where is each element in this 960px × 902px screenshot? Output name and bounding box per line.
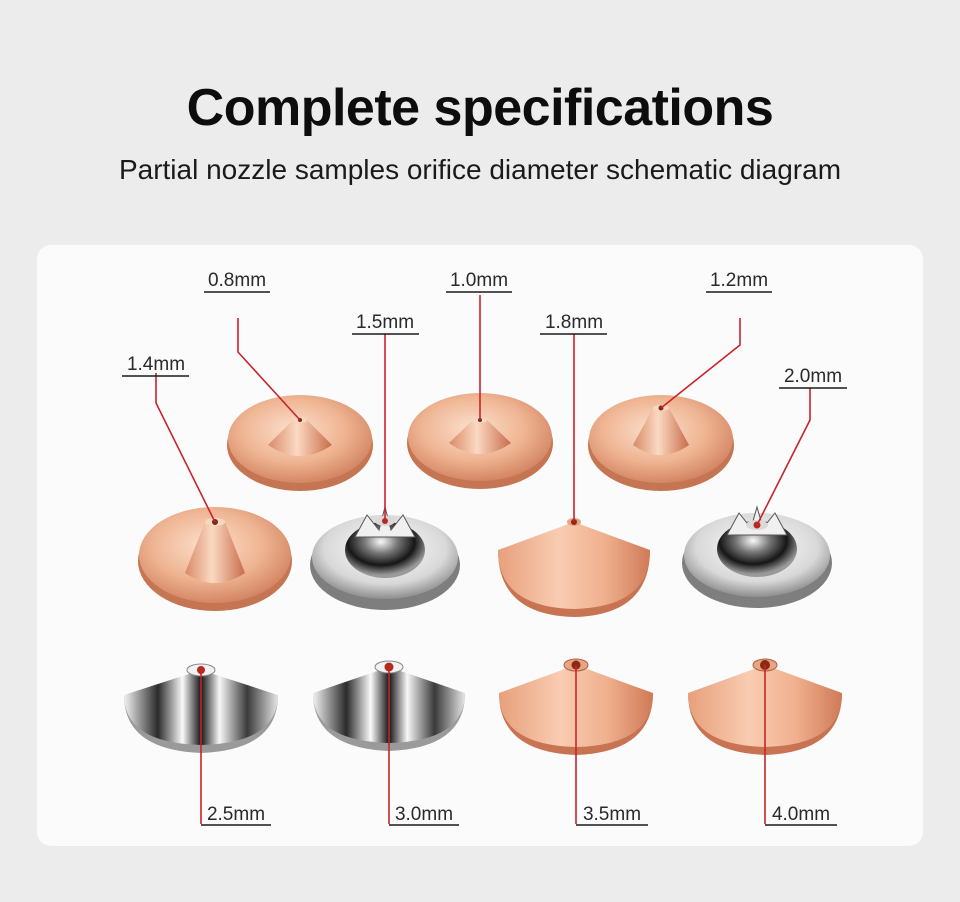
nozzle-1-2mm	[588, 395, 734, 491]
nozzle-diagram-panel: 0.8mm 1.0mm 1.2mm 1.4mm 1.5mm 1.8mm 2.0m…	[37, 245, 923, 846]
label-1-0mm: 1.0mm	[450, 270, 508, 291]
label-2-0mm: 2.0mm	[784, 366, 842, 387]
label-1-2mm: 1.2mm	[710, 270, 768, 291]
label-1-8mm: 1.8mm	[545, 312, 603, 333]
nozzle-1-0mm	[407, 393, 553, 489]
label-1-5mm: 1.5mm	[356, 312, 414, 333]
nozzle-diagram: 0.8mm 1.0mm 1.2mm 1.4mm 1.5mm 1.8mm 2.0m…	[122, 270, 847, 826]
label-2-5mm: 2.5mm	[207, 804, 265, 825]
nozzle-1-5mm	[310, 505, 460, 610]
leader-lines	[155, 295, 811, 824]
nozzle-2-0mm	[682, 505, 832, 608]
nozzle-1-8mm	[498, 518, 650, 617]
nozzle-1-4mm	[138, 507, 292, 611]
label-4-0mm: 4.0mm	[772, 804, 830, 825]
label-3-0mm: 3.0mm	[395, 804, 453, 825]
label-0-8mm: 0.8mm	[208, 270, 266, 291]
label-underlines	[122, 291, 847, 826]
nozzle-0-8mm	[227, 395, 373, 491]
page-title: Complete specifications	[186, 79, 774, 137]
label-3-5mm: 3.5mm	[583, 804, 641, 825]
page-subtitle: Partial nozzle samples orifice diameter …	[118, 154, 842, 185]
label-1-4mm: 1.4mm	[127, 354, 185, 375]
